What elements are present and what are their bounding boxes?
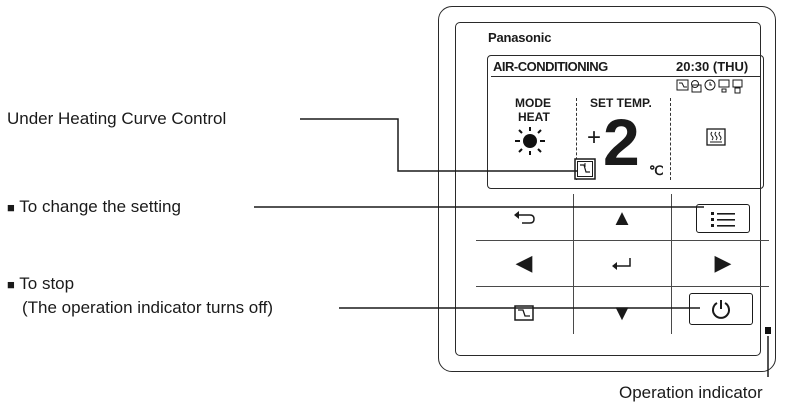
button-grid-hline-top bbox=[476, 240, 769, 241]
callout-stop-detail: (The operation indicator turns off) bbox=[22, 298, 274, 317]
lcd-divider-left bbox=[576, 98, 577, 180]
schedule-status-icon bbox=[691, 80, 702, 93]
menu-list-icon bbox=[711, 211, 735, 227]
heating-curve-status-icon bbox=[676, 79, 689, 91]
remote-controller-body bbox=[438, 6, 776, 372]
left-button[interactable]: ◀ bbox=[500, 250, 548, 276]
down-button[interactable]: ▼ bbox=[598, 299, 646, 327]
lcd-status-icons bbox=[676, 79, 743, 94]
lock-status-icon bbox=[732, 79, 743, 94]
enter-icon bbox=[612, 258, 631, 270]
lcd-mode-label: MODE bbox=[515, 96, 551, 110]
callout-change-setting-text: To change the setting bbox=[19, 197, 181, 216]
lcd-mode-value: HEAT bbox=[518, 110, 550, 124]
button-grid-hline-bottom bbox=[476, 286, 769, 287]
lcd-temp-value: 2 bbox=[603, 105, 640, 179]
power-icon bbox=[712, 300, 730, 319]
callout-stop-text: To stop bbox=[19, 274, 75, 293]
sun-heat-icon bbox=[515, 127, 545, 155]
heating-curve-lcd-icon bbox=[574, 158, 596, 180]
lcd-screen bbox=[487, 55, 764, 189]
back-icon bbox=[514, 211, 535, 224]
lcd-mode-title: AIR-CONDITIONING bbox=[493, 59, 608, 74]
button-grid-vline-right bbox=[671, 194, 672, 334]
operation-indicator-lamp bbox=[765, 327, 771, 334]
right-arrow-icon: ▶ bbox=[714, 250, 732, 275]
callout-heating-curve: Under Heating Curve Control bbox=[7, 109, 227, 128]
network-status-icon bbox=[718, 79, 730, 93]
timer-status-icon bbox=[704, 79, 716, 91]
lcd-title-underline bbox=[491, 76, 761, 77]
callout-stop: ■ To stop bbox=[7, 273, 74, 295]
back-button[interactable] bbox=[500, 206, 548, 230]
lcd-set-temp-label: SET TEMP. bbox=[590, 96, 652, 110]
lcd-divider-right bbox=[670, 98, 671, 180]
lcd-temp-unit: ℃ bbox=[649, 163, 664, 178]
right-button[interactable]: ▶ bbox=[696, 250, 750, 276]
up-arrow-icon: ▲ bbox=[611, 205, 633, 230]
bullet-square: ■ bbox=[7, 277, 15, 292]
callout-operation-indicator: Operation indicator bbox=[619, 383, 763, 402]
up-button[interactable]: ▲ bbox=[598, 205, 646, 231]
lcd-clock: 20:30 (THU) bbox=[676, 59, 749, 74]
button-grid-vline-left bbox=[573, 194, 574, 334]
leader-heating-curve bbox=[300, 118, 578, 172]
menu-button[interactable] bbox=[696, 204, 750, 233]
bullet-square: ■ bbox=[7, 200, 15, 215]
callout-change-setting: ■ To change the setting bbox=[7, 196, 181, 218]
power-button[interactable] bbox=[689, 293, 753, 325]
heating-curve-icon bbox=[514, 305, 534, 321]
heating-curve-button[interactable] bbox=[500, 300, 548, 326]
floor-heating-icon bbox=[706, 128, 726, 146]
brand-logo: Panasonic bbox=[488, 30, 552, 45]
remote-controller-face bbox=[455, 22, 761, 356]
left-arrow-icon: ◀ bbox=[515, 250, 533, 275]
down-arrow-icon: ▼ bbox=[611, 300, 633, 325]
lcd-temp-sign: + bbox=[587, 124, 602, 151]
enter-button[interactable] bbox=[598, 252, 646, 276]
